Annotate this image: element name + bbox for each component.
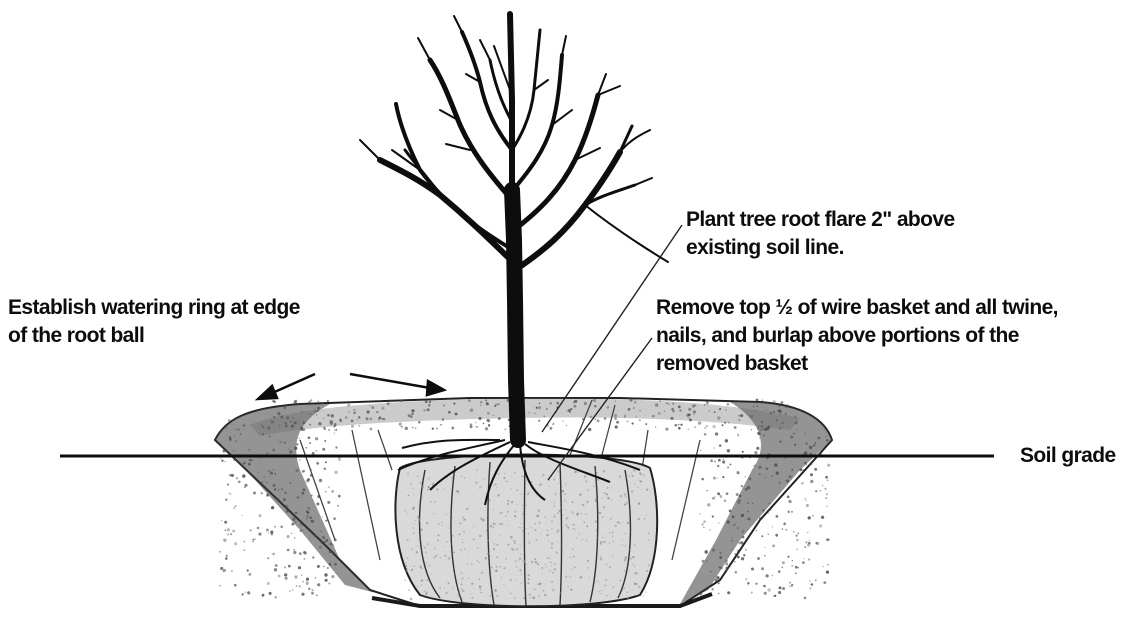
watering-ring-arrows [258, 374, 444, 399]
watering-ring-note-line-1: Establish watering ring at edge [8, 294, 300, 322]
watering-ring-note: Establish watering ring at edge of the r… [8, 294, 300, 350]
wire-basket-note-line-3: removed basket [656, 350, 1058, 378]
watering-ring-note-line-2: of the root ball [8, 322, 300, 350]
root-flare-note: Plant tree root flare 2" above existing … [686, 206, 955, 262]
wire-basket-note-line-1: Remove top ½ of wire basket and all twin… [656, 294, 1058, 322]
soil-grade-label-text: Soil grade [1020, 442, 1116, 470]
wire-basket-note: Remove top ½ of wire basket and all twin… [656, 294, 1058, 378]
wire-basket-note-line-2: nails, and burlap above portions of the [656, 322, 1058, 350]
soil-grade-label: Soil grade [1020, 442, 1116, 470]
tree [360, 14, 668, 440]
root-flare-note-line-2: existing soil line. [686, 234, 955, 262]
root-ball [395, 440, 657, 606]
root-flare-note-line-1: Plant tree root flare 2" above [686, 206, 955, 234]
